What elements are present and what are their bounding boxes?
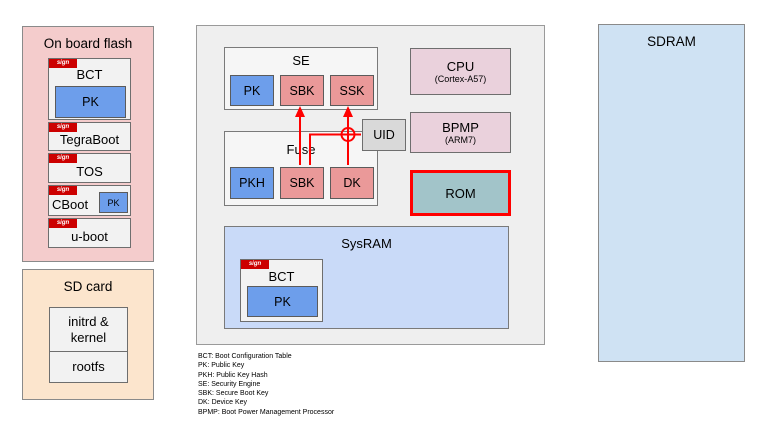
panel-sd-card: SD card initrd & kernel rootfs [22,269,154,400]
cboot-box: sign CBoot PK [48,185,131,216]
legend-line: SBK: Secure Boot Key [198,390,269,398]
bct-label: BCT [76,67,103,82]
panel-sdram: SDRAM [598,24,745,362]
fuse-pkh-key: PKH [230,167,274,199]
tos-label: TOS [76,164,103,179]
cboot-label: CBoot [52,197,89,212]
bct-box: sign BCT PK [48,58,131,120]
fuse-sbk-key: SBK [280,167,324,199]
panel-onboard-flash: On board flash sign BCT PK sign TegraBoo… [22,26,154,262]
onboard-flash-title: On board flash [43,36,133,51]
legend-line: PKH: Public Key Hash [198,371,268,379]
sign-tag: sign [49,59,77,68]
sign-tag: sign [49,154,77,163]
sign-tag: sign [241,260,269,269]
legend: BCT: Boot Configuration Table PK: Public… [198,352,334,417]
sdram-title: SDRAM [647,34,696,49]
rootfs-box: rootfs [49,351,128,383]
tos-box: sign TOS [48,153,131,183]
tegraboot-box: sign TegraBoot [48,122,131,151]
se-box: SE PK SBK SSK [224,47,378,110]
sd-card-title: SD card [63,279,113,294]
uid-box: UID [362,119,406,151]
uboot-box: sign u-boot [48,218,131,248]
bpmp-box: BPMP (ARM7) [410,112,511,153]
sysram-title: SysRAM [341,236,392,251]
se-sbk-key: SBK [280,75,324,106]
sysram-bct-label: BCT [268,269,295,284]
uboot-label: u-boot [71,229,108,244]
se-pk-key: PK [230,75,274,106]
sign-tag: sign [49,186,77,195]
sysram-pk-key: PK [247,286,318,317]
cpu-box: CPU (Cortex-A57) [410,48,511,95]
pk-key: PK [99,192,128,213]
sysram-bct-box: sign BCT PK [240,259,323,322]
sysram-box: SysRAM sign BCT PK [224,226,509,329]
sign-tag: sign [49,219,77,228]
tegraboot-label: TegraBoot [59,132,120,147]
panel-soc: SE PK SBK SSK Fuse PKH SBK DK UID CPU (C… [196,25,545,345]
bpmp-title: BPMP [442,119,479,135]
legend-line: BCT: Boot Configuration Table [198,353,292,360]
legend-line: SE: Security Engine [198,380,261,388]
fuse-box: Fuse PKH SBK DK [224,131,378,206]
bpmp-subtitle: (ARM7) [445,134,476,145]
se-title: SE [292,53,310,68]
sign-tag: sign [49,123,77,132]
fuse-title: Fuse [286,142,316,157]
rom-box: ROM [410,170,511,216]
cpu-subtitle: (Cortex-A57) [434,73,487,84]
legend-line: DK: Device Key [198,399,248,407]
fuse-dk-key: DK [330,167,374,199]
se-ssk-key: SSK [330,75,374,106]
initrd-kernel-box: initrd & kernel [49,307,128,352]
cpu-title: CPU [446,58,475,74]
legend-line: PK: Public Key [198,362,245,370]
legend-line: BPMP: Boot Power Management Processor [198,408,335,416]
pk-key: PK [55,86,126,118]
